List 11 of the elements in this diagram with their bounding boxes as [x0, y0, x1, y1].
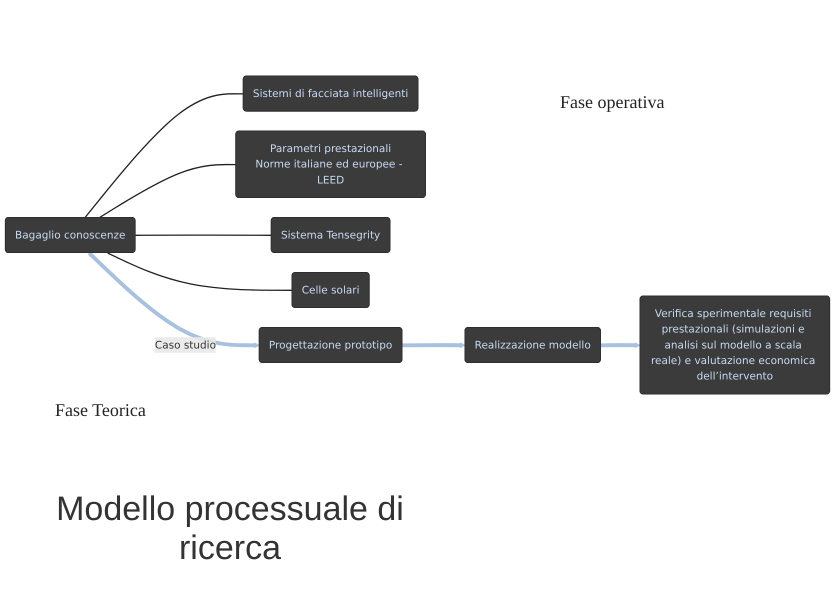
- edge-label: Caso studio: [154, 338, 216, 351]
- connector: [84, 93, 244, 218]
- arrow: [88, 252, 260, 348]
- arrow: [402, 342, 466, 348]
- arrow: [600, 342, 640, 348]
- connector: [99, 164, 236, 218]
- connector: [136, 234, 272, 236]
- connector: [107, 252, 292, 291]
- phase-label: Fase operativa: [560, 92, 664, 113]
- diagram-title: Modello processuale di ricerca: [55, 490, 405, 568]
- phase-label: Fase Teorica: [55, 400, 146, 421]
